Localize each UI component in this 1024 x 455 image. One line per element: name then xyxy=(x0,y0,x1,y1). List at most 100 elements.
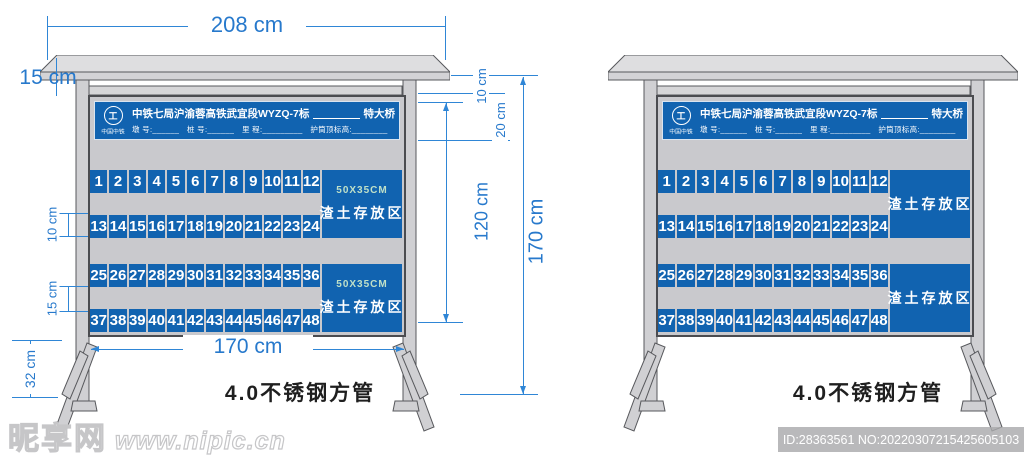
sign-header-band: 工 中国中铁 中铁七局沪渝蓉高铁武宜段WYZQ-7标 特大桥 墩 号:_____… xyxy=(662,101,968,140)
dim-roof-gap-label: 10 cm xyxy=(473,63,489,109)
pile-number-cell: 12 xyxy=(870,170,888,193)
pile-number-cell: 34 xyxy=(263,264,282,287)
pile-number-cell: 3 xyxy=(696,170,714,193)
dim-board-height-label: 120 cm xyxy=(471,181,492,242)
storage-area-label: 渣土存放区 xyxy=(887,290,973,306)
pile-number-cell: 22 xyxy=(831,215,850,238)
sign-board: 工 中国中铁 中铁七局沪渝蓉高铁武宜段WYZQ-7标 特大桥 墩 号:_____… xyxy=(88,95,406,337)
pile-number-cell: 33 xyxy=(812,264,830,287)
pile-number-cell: 39 xyxy=(696,309,714,332)
watermark-logo: 昵享网 www.nipic.cn xyxy=(7,413,286,455)
pile-number-cell: 36 xyxy=(302,264,320,287)
dimension-extension-line xyxy=(418,102,463,103)
pile-number-cell: 17 xyxy=(735,215,753,238)
storage-area-label: 渣土存放区 xyxy=(319,205,405,221)
pile-number-cell: 15 xyxy=(696,215,714,238)
pile-number-cell: 11 xyxy=(851,170,869,193)
pile-number-cell: 6 xyxy=(186,170,204,193)
dim-total-height-label: 170 cm xyxy=(525,198,548,265)
pile-number-cell: 3 xyxy=(128,170,146,193)
dim-top-width-label: 208 cm xyxy=(188,12,306,38)
arrowhead-icon xyxy=(443,314,449,322)
dimension-extension-line xyxy=(56,58,57,96)
dimension-extension-line xyxy=(460,394,538,395)
crec-logo-icon: 工 xyxy=(103,105,123,125)
pile-number-cell: 13 xyxy=(658,215,676,238)
pile-number-cell: 40 xyxy=(147,309,166,332)
storage-area-label: 渣土存放区 xyxy=(319,299,405,315)
pile-number-cell: 26 xyxy=(109,264,127,287)
dimension-line xyxy=(523,77,524,394)
pile-number-cell: 34 xyxy=(831,264,850,287)
pile-number-cell: 36 xyxy=(870,264,888,287)
pile-number-cell: 45 xyxy=(812,309,830,332)
pile-number-cell: 41 xyxy=(735,309,753,332)
dimension-extension-line xyxy=(445,16,446,60)
left-foot-brace xyxy=(61,350,89,400)
right-foot-pad xyxy=(392,400,420,412)
pile-number-cell: 28 xyxy=(147,264,166,287)
pile-number-cell: 18 xyxy=(186,215,204,238)
arrowhead-icon xyxy=(91,346,99,352)
pile-number-cell: 14 xyxy=(109,215,127,238)
storage-size-label: 50X35CM xyxy=(336,185,388,196)
pile-number-cell: 39 xyxy=(128,309,146,332)
pile-number-cell: 27 xyxy=(696,264,714,287)
dimension-line xyxy=(446,103,447,322)
storage-size-label: 50X35CM xyxy=(336,279,388,290)
pile-number-cell: 16 xyxy=(715,215,734,238)
dimension-extension-line xyxy=(56,213,88,214)
steel-tube-caption: 4.0不锈钢方管 xyxy=(224,382,376,405)
sign-board: 工 中国中铁 中铁七局沪渝蓉高铁武宜段WYZQ-7标 特大桥 墩 号:_____… xyxy=(656,95,974,337)
pile-number-cell: 5 xyxy=(735,170,753,193)
pile-number-cell: 37 xyxy=(658,309,676,332)
pile-number-cell: 35 xyxy=(283,264,301,287)
crec-logo-name: 中国中铁 xyxy=(101,128,125,135)
pile-number-cell: 23 xyxy=(851,215,869,238)
right-foot-pad xyxy=(960,400,988,412)
pile-number-cell: 10 xyxy=(831,170,850,193)
pile-number-cell: 10 xyxy=(263,170,282,193)
dimension-extension-line xyxy=(56,286,88,287)
pile-number-cell: 15 xyxy=(128,215,146,238)
dimension-extension-line xyxy=(12,397,58,398)
pile-number-cell: 4 xyxy=(715,170,734,193)
pile-number-cell: 13 xyxy=(90,215,108,238)
pile-number-cell: 20 xyxy=(225,215,243,238)
watermark-stock-id: ID:28363561 NO:20220307215425605103 xyxy=(778,427,1024,452)
pile-number-cell: 29 xyxy=(167,264,185,287)
pile-number-cell: 12 xyxy=(302,170,320,193)
pile-number-cell: 1 xyxy=(658,170,676,193)
pile-number-cell: 21 xyxy=(812,215,830,238)
dim-roof-overhang-label: 15 cm xyxy=(19,66,77,89)
pile-number-cell: 42 xyxy=(186,309,204,332)
muck-storage-box-2: 50X35CM 渣土存放区 xyxy=(887,264,973,332)
dimension-extension-line xyxy=(418,322,463,323)
header-text: 中铁七局沪渝蓉高铁武宜段WYZQ-7标 特大桥 墩 号:______ 桩 号:_… xyxy=(700,106,968,135)
crec-logo-name: 中国中铁 xyxy=(669,128,693,135)
pile-number-cell: 38 xyxy=(677,309,695,332)
header-info-line: 墩 号:______ 桩 号:______ 里 程:_________ 护筒顶标… xyxy=(132,125,388,134)
dimension-extension-line xyxy=(418,140,510,141)
dimension-extension-line xyxy=(451,75,538,76)
roof-fascia xyxy=(608,71,1018,81)
pile-number-cell: 8 xyxy=(793,170,811,193)
header-title-line: 中铁七局沪渝蓉高铁武宜段WYZQ-7标 特大桥 xyxy=(700,106,963,121)
muck-storage-box-1: 50X35CM 渣土存放区 xyxy=(888,170,970,238)
pile-number-cell: 43 xyxy=(773,309,792,332)
dim-header-height-label: 20 cm xyxy=(492,97,508,143)
pile-number-cell: 32 xyxy=(793,264,811,287)
right-foot-brace xyxy=(969,350,997,400)
crec-logo-glyph: 工 xyxy=(108,110,118,121)
crec-logo-icon: 工 xyxy=(671,105,691,125)
left-foot-brace xyxy=(629,350,657,400)
pile-number-cell: 42 xyxy=(754,309,772,332)
dimension-extension-line xyxy=(12,340,62,341)
sign-frame-drawing xyxy=(608,55,1018,432)
pile-number-cell: 41 xyxy=(167,309,185,332)
crec-logo: 工 中国中铁 xyxy=(94,105,132,136)
steel-tube-caption: 4.0不锈钢方管 xyxy=(792,382,944,405)
